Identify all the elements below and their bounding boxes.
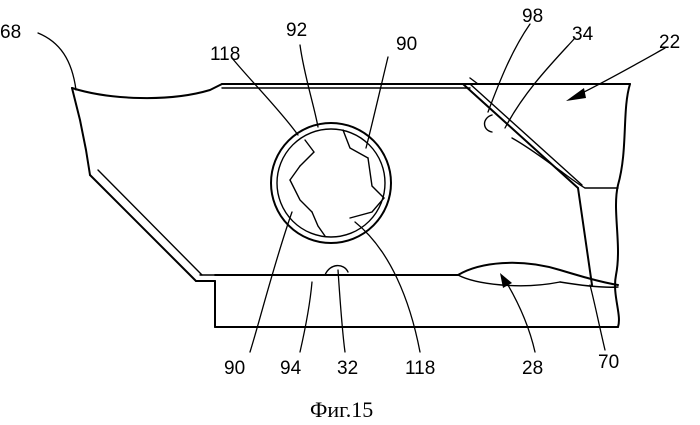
label-118-bottom: 118 (405, 358, 435, 379)
label-68: 68 (0, 22, 21, 43)
mark-32 (325, 266, 348, 275)
leader-118-bottom (355, 222, 420, 352)
leader-94 (300, 282, 312, 352)
label-34: 34 (572, 24, 594, 45)
leader-lines (38, 24, 665, 352)
label-92: 92 (286, 20, 307, 41)
insert-outline (72, 78, 630, 327)
label-90-top: 90 (396, 34, 417, 55)
label-32: 32 (337, 358, 358, 379)
arrowhead-22 (566, 88, 586, 101)
label-22: 22 (659, 32, 680, 53)
leader-32 (338, 270, 345, 352)
central-hole (271, 123, 391, 243)
mark-98 (485, 115, 493, 132)
leader-90-top (366, 57, 388, 148)
leader-22 (580, 48, 665, 94)
leader-90-bottom (250, 212, 292, 352)
label-118-top: 118 (210, 44, 240, 65)
leader-92 (300, 45, 318, 127)
label-90-bottom: 90 (224, 358, 245, 379)
label-98: 98 (522, 6, 543, 27)
leader-118-top (232, 58, 298, 135)
label-94: 94 (280, 358, 302, 379)
figure-caption: Фиг.15 (310, 397, 373, 422)
label-28: 28 (522, 358, 543, 379)
label-70: 70 (598, 352, 619, 373)
leader-28 (505, 280, 535, 352)
leader-68 (38, 33, 76, 90)
leader-70 (590, 285, 605, 350)
